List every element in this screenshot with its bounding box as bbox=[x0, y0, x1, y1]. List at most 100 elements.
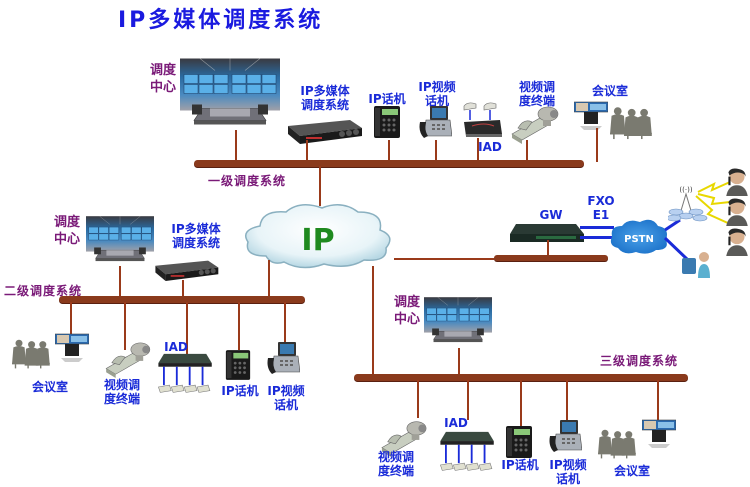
l1-ip-phone-icon bbox=[372, 104, 402, 140]
l2-ip-video-phone-icon bbox=[266, 340, 300, 378]
label-line: 调度 bbox=[150, 63, 177, 78]
label-line: 调度 bbox=[54, 215, 81, 230]
l1-to-ip-link bbox=[319, 166, 321, 206]
l1-ip-phone-label: IP话机 bbox=[368, 92, 406, 106]
mobile-user-icon bbox=[724, 198, 750, 226]
gw-bus bbox=[494, 255, 608, 261]
l2-video-terminal-label: 视频调 度终端 bbox=[100, 378, 144, 406]
l1-link bbox=[435, 140, 437, 162]
gateway-icon bbox=[510, 224, 584, 242]
l1-iad-label: IAD bbox=[478, 140, 502, 154]
l1-ip-video-phone-label: IP视频 话机 bbox=[412, 80, 462, 108]
label-line: 调度系统 bbox=[171, 236, 220, 250]
l1-link bbox=[596, 128, 598, 162]
l2-link bbox=[186, 302, 188, 354]
l1-dispatch-center-label: 调度 中心 bbox=[150, 62, 176, 96]
l3-dispatch-center-icon bbox=[424, 292, 492, 350]
label-line: 中心 bbox=[394, 312, 421, 327]
l2-iad-icon bbox=[158, 352, 214, 398]
l2-link bbox=[124, 302, 126, 350]
l1-link bbox=[235, 130, 237, 162]
label-line: IP视频 bbox=[418, 80, 456, 94]
l2-link bbox=[238, 302, 240, 350]
l3-meeting-room-label: 会议室 bbox=[613, 464, 650, 478]
l1-dispatch-center-icon bbox=[180, 56, 280, 131]
l2-dispatch-center-icon bbox=[86, 212, 154, 268]
label-line: 调度 bbox=[394, 295, 421, 310]
l2-link bbox=[70, 302, 72, 338]
label-line: 话机 bbox=[273, 398, 298, 412]
label-line: 视频调 bbox=[103, 378, 140, 392]
l3-dispatch-center-label: 调度 中心 bbox=[394, 294, 420, 328]
l2-link bbox=[182, 280, 184, 298]
ip-to-l3-link bbox=[372, 266, 374, 378]
l2-video-terminal-icon bbox=[104, 340, 152, 378]
label-line: IP多媒体 bbox=[171, 222, 221, 236]
l2-iad-label: IAD bbox=[164, 340, 188, 354]
l2-dispatch-center-label: 调度 中心 bbox=[54, 214, 80, 248]
label-line: 度终端 bbox=[377, 464, 414, 478]
l2-meeting-room-label: 会议室 bbox=[31, 380, 68, 394]
pstn-links bbox=[663, 181, 731, 262]
fxo-link bbox=[580, 226, 614, 229]
ip-to-gw-link bbox=[394, 258, 494, 260]
l2-link bbox=[119, 266, 121, 298]
l2-system-name: 二级调度系统 bbox=[4, 284, 83, 298]
cell-tower-icon: ((·)) bbox=[668, 186, 708, 222]
l3-system-name: 三级调度系统 bbox=[600, 354, 679, 368]
diagram-title: IP多媒体调度系统 bbox=[118, 8, 324, 33]
l2-ip-phone-label: IP话机 bbox=[221, 384, 259, 398]
l1-video-terminal-icon bbox=[510, 104, 560, 144]
l2-ip-link bbox=[268, 260, 270, 298]
l2-ip-video-phone-label: IP视频 话机 bbox=[264, 384, 308, 412]
label-line: IP视频 bbox=[267, 384, 305, 398]
label-line: 中心 bbox=[54, 232, 81, 247]
label-line: 度终端 bbox=[518, 94, 555, 108]
l3-link bbox=[520, 380, 522, 426]
l1-meeting-room-label: 会议室 bbox=[591, 84, 628, 98]
label-line: 度终端 bbox=[103, 392, 140, 406]
label-line: IP多媒体 bbox=[300, 84, 350, 98]
l3-iad-icon bbox=[440, 430, 496, 476]
l1-ip-mm-system-label: IP多媒体 调度系统 bbox=[292, 84, 358, 112]
ip-cloud-icon: IP bbox=[245, 204, 391, 269]
l2-bus bbox=[59, 296, 305, 303]
l1-video-conf-icon bbox=[574, 100, 608, 130]
label-line: 话机 bbox=[424, 94, 449, 108]
l3-ip-phone-label: IP话机 bbox=[501, 458, 539, 472]
l3-link bbox=[458, 348, 460, 378]
label-line: 视频调 bbox=[377, 450, 414, 464]
fxo-label: FXO bbox=[587, 194, 615, 208]
l3-link bbox=[566, 380, 568, 420]
mobile-user-icon bbox=[724, 228, 750, 256]
gw-label: GW bbox=[539, 208, 563, 222]
label-line: 话机 bbox=[555, 472, 580, 486]
l1-link bbox=[388, 140, 390, 162]
label-line: 调度系统 bbox=[300, 98, 349, 112]
l2-ip-phone-icon bbox=[224, 348, 252, 382]
l2-link bbox=[284, 302, 286, 342]
pstn-cloud-icon: PSTN bbox=[610, 219, 667, 254]
l2-ip-mm-system-label: IP多媒体 调度系统 bbox=[164, 222, 228, 250]
label-line: 视频调 bbox=[518, 80, 555, 94]
mobile-user-icon bbox=[724, 168, 750, 196]
l1-link bbox=[526, 140, 528, 162]
l3-video-terminal-label: 视频调 度终端 bbox=[374, 450, 418, 478]
l1-link bbox=[477, 138, 479, 162]
l2-server-icon bbox=[152, 256, 220, 284]
l3-link bbox=[467, 380, 469, 420]
l1-link bbox=[306, 140, 308, 162]
l3-iad-label: IAD bbox=[444, 416, 468, 430]
l3-ip-video-phone-icon bbox=[548, 418, 582, 456]
l2-video-conf-icon bbox=[55, 332, 89, 362]
label-line: IP视频 bbox=[549, 458, 587, 472]
svg-text:((·)): ((·)) bbox=[679, 186, 692, 194]
e1-label: E1 bbox=[592, 208, 610, 222]
l3-ip-video-phone-label: IP视频 话机 bbox=[546, 458, 590, 486]
l1-system-name: 一级调度系统 bbox=[208, 174, 287, 188]
l1-server-icon bbox=[284, 116, 364, 146]
pstn-label: PSTN bbox=[624, 234, 654, 245]
label-line: 中心 bbox=[150, 80, 177, 95]
l3-bus bbox=[354, 374, 688, 381]
l1-meeting-people-icon bbox=[610, 102, 672, 142]
